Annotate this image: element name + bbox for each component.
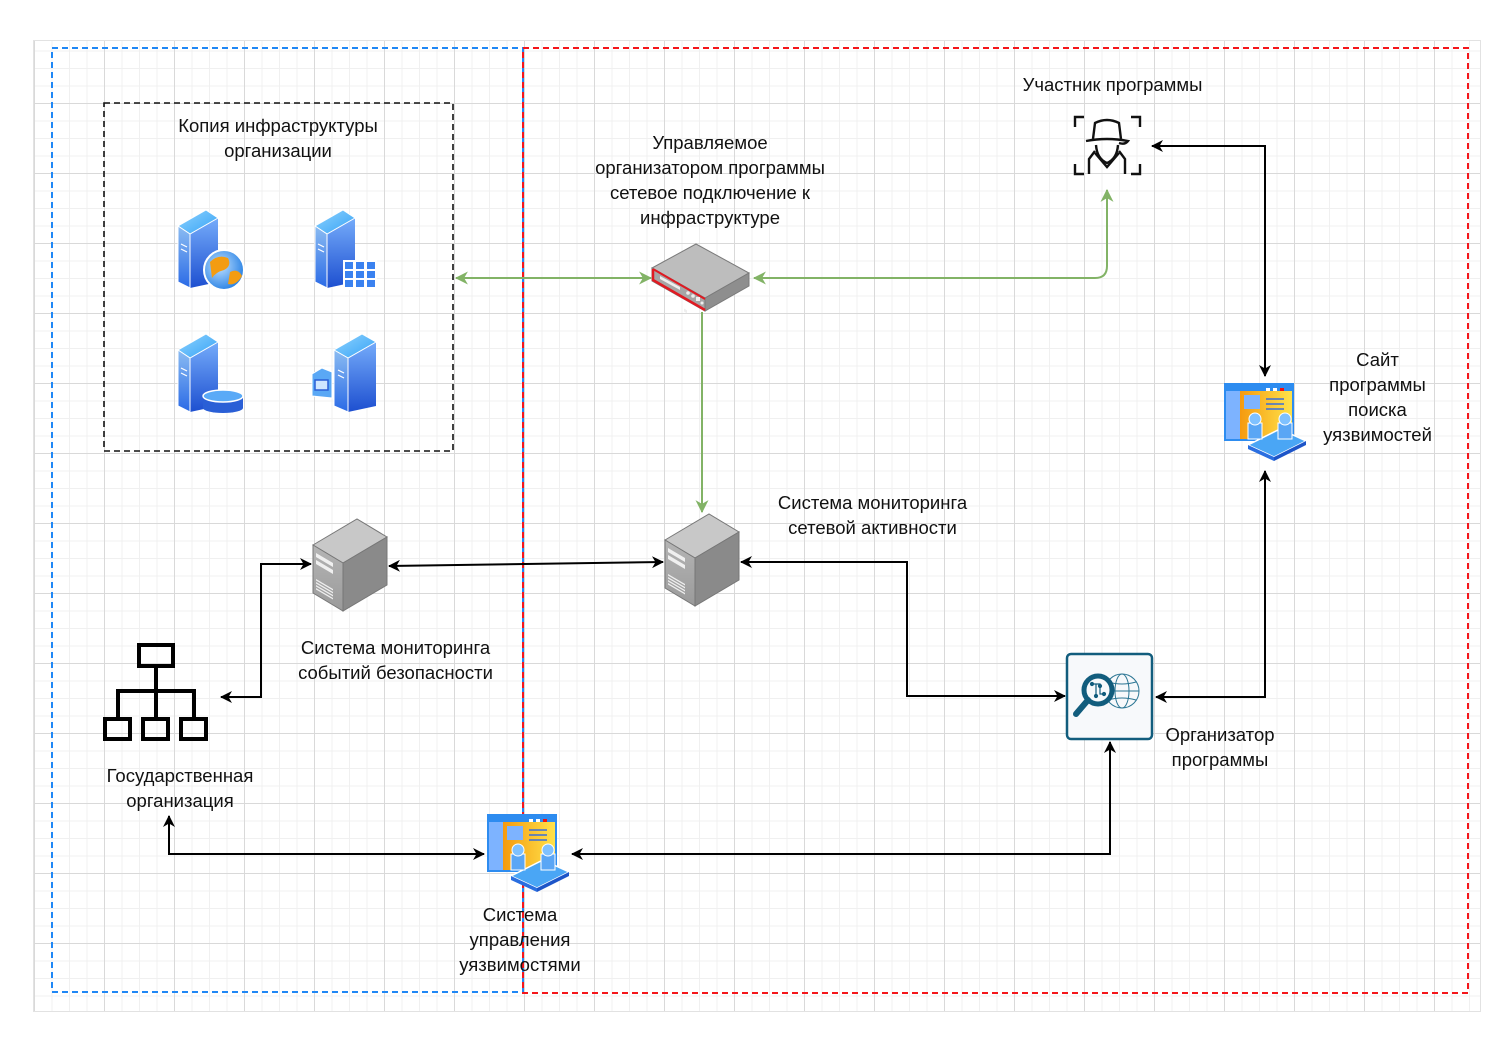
infra-copy-label-line1: Копия инфраструктуры: [178, 115, 378, 136]
managed-connection-label-line3: сетевое подключение к: [609, 182, 811, 203]
bounty-site-label-line1: Сайт: [1356, 349, 1399, 370]
managed-connection-label-line2: организатором программы: [595, 157, 825, 178]
server-tower-icon-netmon[interactable]: [664, 513, 740, 607]
spy-user-icon[interactable]: [1073, 115, 1142, 176]
edge-site-to-participant: [1151, 140, 1271, 377]
vuln-mgmt-label-line2: управления: [469, 929, 571, 950]
right-zone-border: [522, 47, 1469, 994]
left-zone-border: [51, 47, 524, 993]
managed-connection-label-line1: Управляемое: [652, 132, 768, 153]
network-monitoring-label-line2: сетевой активности: [788, 517, 957, 538]
database-server-icon: [177, 333, 244, 413]
infrastructure-copy-border: [103, 102, 454, 452]
edge-govorg-to-vulnmgmt: [163, 815, 485, 860]
organizer-label-line2: программы: [1171, 749, 1269, 770]
edge-vulnmgmt-to-organizer: [571, 741, 1116, 860]
managed-connection-label-line4: инфраструктуре: [639, 207, 780, 228]
org-chart-icon[interactable]: [103, 643, 208, 741]
web-app-users-icon-site[interactable]: [1224, 383, 1308, 461]
edge-govorg-to-siem: [220, 558, 312, 703]
gov-org-label-line1: Государственная: [106, 765, 254, 786]
organizer-label: Организатор программы: [1150, 722, 1290, 772]
edge-organizer-to-site: [1155, 470, 1271, 703]
magnifier-network-icon[interactable]: [1065, 652, 1154, 741]
infra-copy-label: Копия инфраструктуры организации: [133, 113, 423, 163]
vuln-mgmt-label: Система управления уязвимостями: [440, 902, 600, 977]
siem-label-line1: Система мониторинга: [300, 637, 491, 658]
vuln-mgmt-label-line1: Система: [482, 904, 558, 925]
network-monitoring-label: Система мониторинга сетевой активности: [745, 490, 1000, 540]
cluster-server-icon: [314, 209, 377, 290]
siem-label: Система мониторинга событий безопасности: [268, 635, 523, 685]
managed-connection-label: Управляемое организатором программы сете…: [560, 130, 860, 230]
gov-org-label-line2: организация: [126, 790, 234, 811]
edge-netmon-to-organizer: [740, 556, 1066, 702]
vuln-mgmt-label-line3: уязвимостями: [459, 954, 581, 975]
bounty-site-label-line2: программы: [1329, 374, 1426, 395]
bounty-site-label: Сайт программы поиска уязвимостей: [1300, 347, 1455, 447]
siem-label-line2: событий безопасности: [298, 662, 493, 683]
edge-participant-to-router: [752, 188, 1114, 285]
bounty-site-label-line4: уязвимостей: [1323, 424, 1432, 445]
bounty-site-label-line3: поиска: [1348, 399, 1407, 420]
server-tower-icon-siem[interactable]: [312, 518, 388, 612]
web-app-users-icon-vulnmgmt[interactable]: [487, 814, 571, 892]
network-monitoring-label-line1: Система мониторинга: [777, 492, 968, 513]
web-server-icon: [177, 209, 245, 291]
infra-copy-label-line2: организации: [224, 140, 332, 161]
participant-label: Участник программы: [1022, 74, 1203, 95]
application-server-icon: [311, 333, 378, 413]
edge-siem-to-netmon: [388, 556, 664, 572]
gov-org-label: Государственная организация: [75, 763, 285, 813]
network-appliance-icon[interactable]: [650, 243, 751, 314]
organizer-label-line1: Организатор: [1165, 724, 1275, 745]
